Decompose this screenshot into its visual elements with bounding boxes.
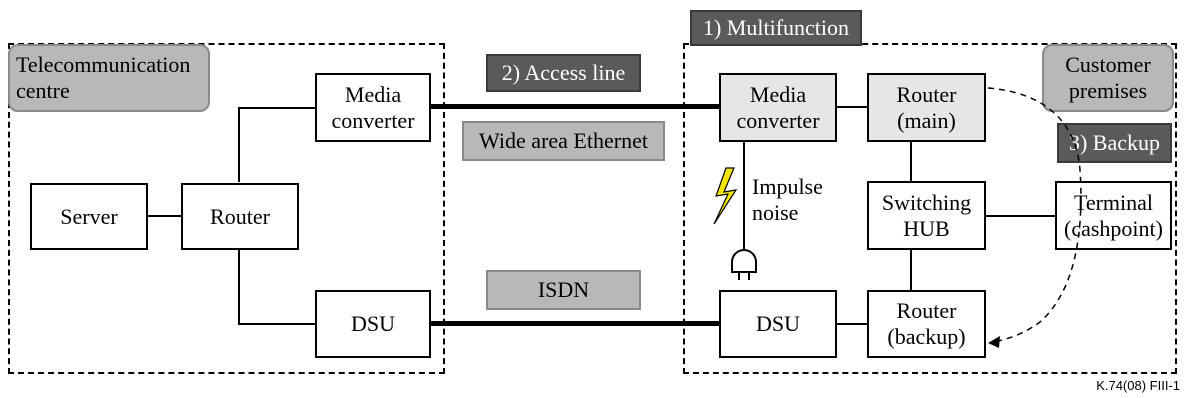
dsu-centre-box: DSU	[315, 290, 431, 358]
router-main-box: Router (main)	[867, 73, 986, 142]
figure-id: K.74(08) FIII-1	[1096, 378, 1180, 393]
hub-terminal-link	[986, 215, 1056, 217]
mc-router-main-link	[836, 106, 868, 108]
switching-hub-box: Switching HUB	[867, 181, 986, 250]
router-to-dsu-link	[238, 323, 316, 325]
customer-premises-label: Customer premises	[1042, 44, 1174, 112]
server-box: Server	[30, 183, 148, 250]
telecom-centre-label: Telecommunication centre	[8, 44, 210, 112]
backup-tag: 3) Backup	[1057, 123, 1172, 163]
dsu-router-backup-link	[836, 323, 868, 325]
router-to-mc-link	[238, 107, 316, 109]
media-converter-centre-box: Media converter	[315, 73, 431, 142]
ground-plug-icon	[731, 249, 757, 280]
access-line-trunk	[429, 104, 720, 109]
router-centre-box: Router	[181, 183, 299, 250]
dsu-customer-box: DSU	[719, 290, 837, 358]
telecom-centre-region	[8, 43, 445, 374]
router-backup-box: Router (backup)	[867, 290, 986, 358]
hub-router-backup-link	[910, 250, 912, 290]
customer-premises-region	[683, 43, 1177, 374]
isdn-tag: ISDN	[486, 270, 641, 310]
router-vertical-down	[238, 249, 240, 325]
terminal-box: Terminal (cashpoint)	[1055, 181, 1172, 250]
lightning-icon	[713, 167, 738, 225]
router-vertical-up	[238, 107, 240, 182]
isdn-trunk	[429, 321, 720, 326]
media-converter-customer-box: Media converter	[719, 73, 837, 142]
backup-path-dashed	[987, 87, 1082, 348]
access-line-tag: 2) Access line	[486, 54, 641, 92]
arrowhead-icon	[988, 336, 1000, 348]
mc-ground-line	[743, 140, 745, 252]
wide-area-ethernet-tag: Wide area Ethernet	[462, 121, 665, 161]
multifunction-tag: 1) Multifunction	[690, 10, 862, 46]
router-main-hub-link	[910, 142, 912, 182]
server-router-link	[146, 215, 182, 217]
impulse-noise-label: Impulse noise	[752, 174, 823, 225]
